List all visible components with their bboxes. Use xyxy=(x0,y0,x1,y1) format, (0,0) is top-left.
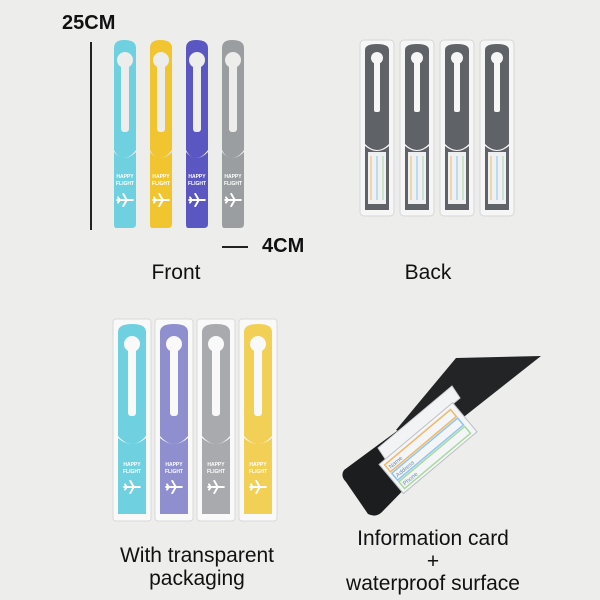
caption-info-line3: waterproof surface xyxy=(346,572,520,596)
height-label: 25CM xyxy=(62,12,116,34)
tag-text-line1: HAPPY xyxy=(224,174,242,180)
tag-text-line2: FLIGHT xyxy=(152,181,170,187)
tag-front-cyan: HAPPY FLIGHT xyxy=(114,40,136,228)
tag-text-line2: FLIGHT xyxy=(165,469,183,475)
packaged-tag-gray: HAPPY FLIGHT xyxy=(196,318,236,522)
caption-info-line1: Information card xyxy=(357,527,509,550)
tag-text-line2: FLIGHT xyxy=(207,469,225,475)
tag-text-line1: HAPPY xyxy=(152,174,170,180)
caption-packaging-line2: packaging xyxy=(149,566,245,590)
tag-front-gray: HAPPY FLIGHT xyxy=(222,40,244,228)
tag-back-4 xyxy=(479,39,515,217)
tag-text-line1: HAPPY xyxy=(188,174,206,180)
tag-text-line1: HAPPY xyxy=(116,174,134,180)
back-tags xyxy=(358,38,516,220)
packaged-tag-yellow: HAPPY FLIGHT xyxy=(238,318,278,522)
tag-text-line2: FLIGHT xyxy=(249,469,267,475)
address-field-outline xyxy=(390,416,465,482)
caption-info: Information card + waterproof surface xyxy=(318,527,548,596)
tag-text-line2: FLIGHT xyxy=(123,469,141,475)
packaged-tag-lavender: HAPPY FLIGHT xyxy=(154,318,194,522)
tag-text-line2: FLIGHT xyxy=(224,181,242,187)
caption-packaging-line1: With transparent xyxy=(119,544,275,567)
tag-front-yellow: HAPPY FLIGHT xyxy=(150,40,172,228)
tag-text-line1: HAPPY xyxy=(123,462,141,468)
caption-back: Back xyxy=(404,261,452,284)
front-tags: HAPPY FLIGHT HAPPY FLIGHT HAPPY FLIGHT xyxy=(110,38,290,234)
width-label: 4CM xyxy=(262,235,305,257)
tag-back-1 xyxy=(359,39,395,217)
width-line xyxy=(222,246,248,248)
tag-text-line1: HAPPY xyxy=(207,462,225,468)
tag-text-line1: HAPPY xyxy=(249,462,267,468)
caption-packaging: With transparent packaging xyxy=(92,544,302,590)
height-line xyxy=(90,42,92,230)
info-card-closeup: Name Address Phone xyxy=(336,352,550,520)
tag-text-line2: FLIGHT xyxy=(188,181,206,187)
name-field-outline xyxy=(383,408,458,473)
packaged-tag-cyan: HAPPY FLIGHT xyxy=(112,318,152,522)
tag-back-3 xyxy=(439,39,475,217)
tag-back-2 xyxy=(399,39,435,217)
caption-front: Front xyxy=(151,261,201,284)
tag-text-line1: HAPPY xyxy=(165,462,183,468)
tag-front-purple: HAPPY FLIGHT xyxy=(186,40,208,228)
caption-info-line2: + xyxy=(426,549,440,573)
tag-text-line2: FLIGHT xyxy=(116,181,134,187)
phone-field-outline xyxy=(397,425,472,490)
packaged-tags: HAPPY FLIGHT HAPPY FLIGHT HAPPY FLIGHT xyxy=(112,318,280,524)
